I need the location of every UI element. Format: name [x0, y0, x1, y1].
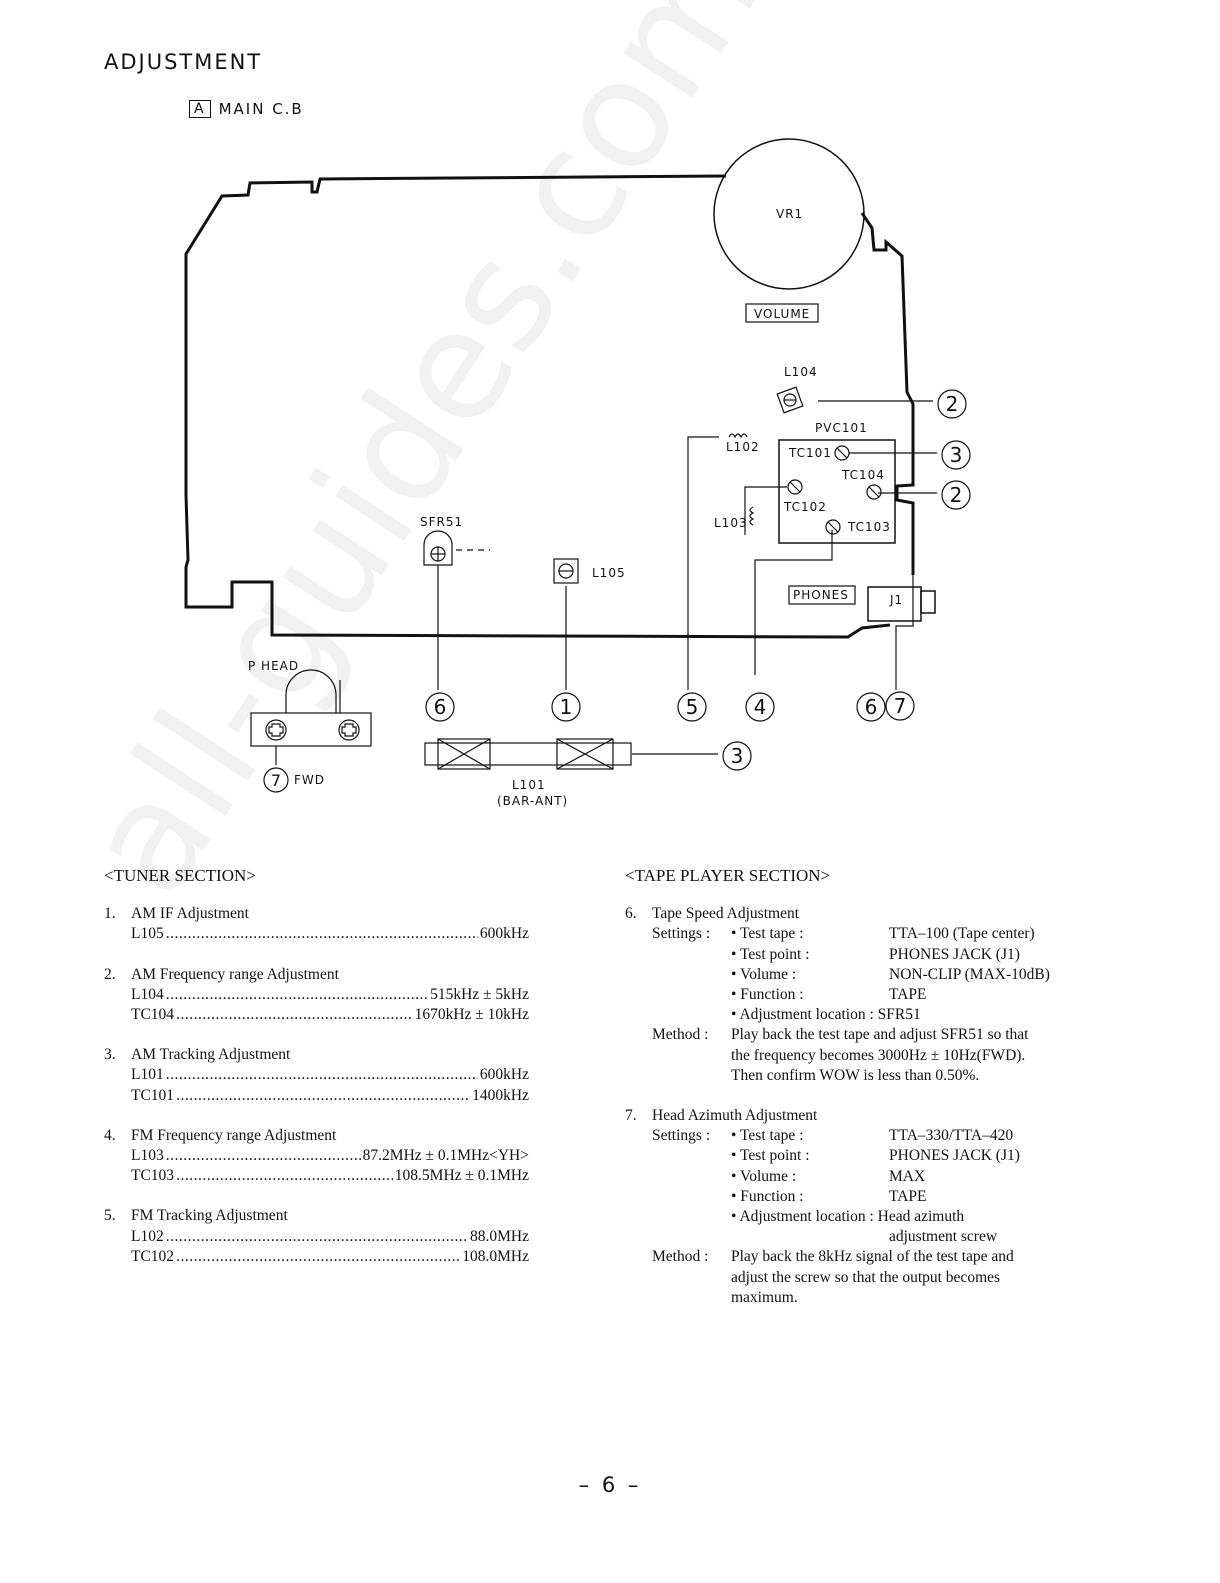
- sfr51-part: [423, 530, 453, 566]
- tc101-screw: [834, 445, 850, 461]
- phones-box: [788, 585, 856, 605]
- board-outline-right: [860, 212, 915, 575]
- spec-row: TC1011400kHz: [104, 1086, 529, 1106]
- volume-box: [745, 303, 819, 323]
- spec-row: TC102108.0MHz: [104, 1247, 529, 1267]
- l104-part: [776, 386, 804, 414]
- spec-row: TC1041670kHz ± 10kHz: [104, 1005, 529, 1025]
- bar-ant-label: (BAR-ANT): [497, 794, 568, 808]
- tape-section: <TAPE PLAYER SECTION> 6.Tape Speed Adjus…: [625, 866, 1145, 1328]
- volume-label: VOLUME: [754, 307, 810, 321]
- tape-title: <TAPE PLAYER SECTION>: [625, 866, 831, 885]
- spec-row: TC103108.5MHz ± 0.1MHz: [104, 1166, 529, 1186]
- item-title: AM IF Adjustment: [131, 905, 249, 923]
- tc103-screw: [825, 519, 841, 535]
- l105-label: L105: [592, 566, 626, 580]
- item-title: AM Tracking Adjustment: [131, 1046, 291, 1064]
- spec-row: L10288.0MHz: [104, 1227, 529, 1247]
- sfr51-label: SFR51: [420, 515, 463, 529]
- l101-label: L101: [512, 778, 546, 792]
- phead-part: [250, 669, 372, 747]
- callout-6: 6: [434, 695, 447, 719]
- spec-row: L101600kHz: [104, 1065, 529, 1085]
- callout-2: 2: [950, 483, 963, 507]
- tc102-label: TC102: [783, 500, 827, 514]
- item-number: 3.: [104, 1046, 116, 1064]
- callout-4: 4: [754, 695, 767, 719]
- phead-label: P HEAD: [248, 659, 299, 673]
- item-title: FM Frequency range Adjustment: [131, 1126, 337, 1144]
- tc103-label: TC103: [847, 520, 891, 534]
- callout-3: 3: [950, 443, 963, 467]
- item-number: 4.: [104, 1126, 116, 1144]
- board-name: MAIN C.B: [218, 100, 304, 118]
- pvc101-box: [778, 439, 896, 544]
- tuner-title: <TUNER SECTION>: [104, 866, 256, 885]
- l103-label: L103: [714, 516, 748, 530]
- tuner-item: 4. FM Frequency range Adjustment L10387.2…: [104, 1126, 529, 1187]
- tc104-screw: [866, 484, 882, 500]
- page-number: – 6 –: [578, 1473, 642, 1497]
- board-tag: A: [189, 100, 211, 118]
- l102-label: L102: [726, 440, 760, 454]
- tuner-item: 1. AM IF Adjustment L105600kHz: [104, 904, 529, 944]
- tc104-label: TC104: [841, 468, 885, 482]
- pcb-diagram: VR1 VOLUME L104 PVC101 L102 TC101 TC104 …: [184, 138, 971, 808]
- callout-7: 7: [271, 771, 281, 790]
- spec-row: L105600kHz: [104, 924, 529, 944]
- phones-label: PHONES: [793, 588, 849, 602]
- fwd-label: FWD: [294, 773, 325, 787]
- tuner-item: 2. AM Frequency range Adjustment L104515k…: [104, 965, 529, 1026]
- vr1-label: VR1: [776, 207, 803, 221]
- pvc101-label: PVC101: [815, 421, 868, 435]
- spec-row: L104515kHz ± 5kHz: [104, 985, 529, 1005]
- item-number: 5.: [104, 1207, 116, 1225]
- tc102-screw: [787, 479, 803, 495]
- tuner-section: <TUNER SECTION> 1. AM IF Adjustment L1056…: [104, 866, 529, 1287]
- j1-jack-tip: [920, 590, 936, 614]
- callout-7: 7: [894, 694, 907, 718]
- board-label: A MAIN C.B: [189, 100, 304, 118]
- callout-2: 2: [946, 392, 959, 416]
- tape-speed-item: 6.Tape Speed Adjustment Settings :• Test…: [625, 905, 1050, 1084]
- callout-6: 6: [865, 695, 878, 719]
- head-azimuth-item: 7.Head Azimuth Adjustment Settings :• Te…: [625, 1107, 1020, 1306]
- item-number: 1.: [104, 905, 116, 923]
- tc101-label: TC101: [788, 446, 832, 460]
- l103-coil: [749, 506, 755, 526]
- item-title: AM Frequency range Adjustment: [131, 965, 339, 983]
- callout-3: 3: [731, 744, 744, 768]
- vr1-circle: [713, 138, 865, 290]
- item-title: FM Tracking Adjustment: [131, 1207, 288, 1225]
- l102-coil: [728, 433, 748, 439]
- tuner-item: 5. FM Tracking Adjustment L10288.0MHz TC1…: [104, 1206, 529, 1267]
- l101-bar-antenna: [424, 738, 632, 770]
- callout-5: 5: [686, 695, 699, 719]
- l104-label: L104: [784, 365, 818, 379]
- item-number: 2.: [104, 965, 116, 983]
- callout-1: 1: [560, 695, 573, 719]
- j1-label: J1: [889, 593, 903, 607]
- page-heading: ADJUSTMENT: [104, 50, 263, 74]
- l105-part: [553, 558, 579, 584]
- spec-row: L10387.2MHz ± 0.1MHz<YH>: [104, 1146, 529, 1166]
- board-outline: [184, 174, 891, 639]
- tuner-item: 3. AM Tracking Adjustment L101600kHz TC10…: [104, 1045, 529, 1106]
